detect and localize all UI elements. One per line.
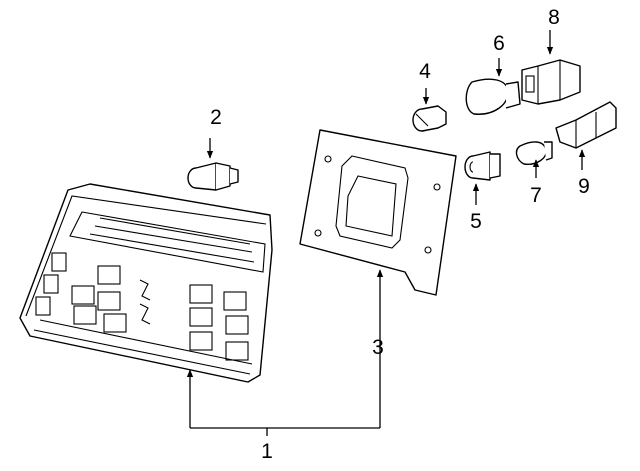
large-bulb	[465, 78, 521, 115]
tail-lamp-assembly	[19, 183, 273, 383]
mounting-bracket	[299, 129, 457, 296]
socket-connector-large	[521, 59, 581, 105]
callout-4: 4	[419, 60, 431, 83]
callout-6: 6	[493, 32, 505, 55]
callout-1: 1	[261, 440, 273, 463]
bulb-socket	[464, 151, 501, 181]
callout-8: 8	[548, 6, 560, 29]
push-clip	[187, 162, 239, 191]
callout-9: 9	[578, 175, 590, 198]
screw	[412, 105, 447, 132]
small-bulb	[515, 141, 553, 165]
callout-3: 3	[372, 336, 384, 359]
callout-7: 7	[530, 184, 542, 207]
leader-lines	[186, 30, 586, 436]
callout-5: 5	[470, 210, 482, 233]
callout-2: 2	[210, 106, 222, 129]
socket-connector-small	[555, 101, 617, 149]
